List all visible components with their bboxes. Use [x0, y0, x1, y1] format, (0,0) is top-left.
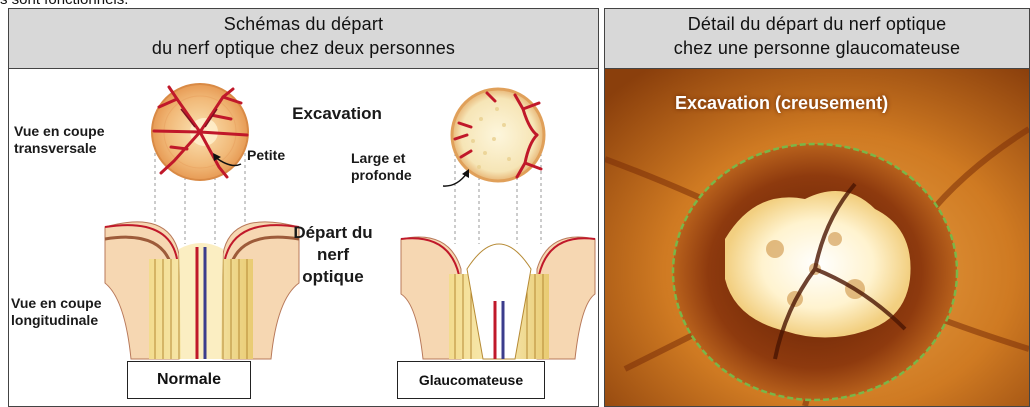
- box-normale: Normale: [127, 361, 251, 399]
- glaucoma-disc-transverse: [452, 89, 544, 181]
- label-large-profonde: Large et profonde: [351, 150, 427, 184]
- schematic-header: Schémas du départ du nerf optique chez d…: [9, 9, 598, 69]
- label-petite: Petite: [247, 147, 285, 164]
- label-vue-transversale: Vue en coupe transversale: [14, 123, 124, 157]
- box-glaucomateuse: Glaucomateuse: [397, 361, 545, 399]
- photo-title-line2: chez une personne glaucomateuse: [605, 36, 1029, 60]
- photo-title-line1: Détail du départ du nerf optique: [605, 12, 1029, 36]
- label-excavation-creusement: Excavation (creusement): [675, 95, 888, 112]
- photo-header: Détail du départ du nerf optique chez un…: [605, 9, 1029, 69]
- normal-nerve-longitudinal: [105, 222, 299, 359]
- photo-panel: Détail du départ du nerf optique chez un…: [604, 8, 1030, 407]
- label-vue-longitudinale: Vue en coupe longitudinale: [11, 295, 119, 329]
- schematic-title-line1: Schémas du départ: [9, 12, 598, 36]
- schematic-panel: Schémas du départ du nerf optique chez d…: [8, 8, 599, 407]
- optic-nerve-photo: [605, 69, 1029, 406]
- glaucoma-nerve-longitudinal: [401, 237, 595, 359]
- label-depart-nerf-optique: Départ du nerf optique: [285, 222, 381, 288]
- label-excavation: Excavation: [275, 103, 399, 125]
- schematic-title-line2: du nerf optique chez deux personnes: [9, 36, 598, 60]
